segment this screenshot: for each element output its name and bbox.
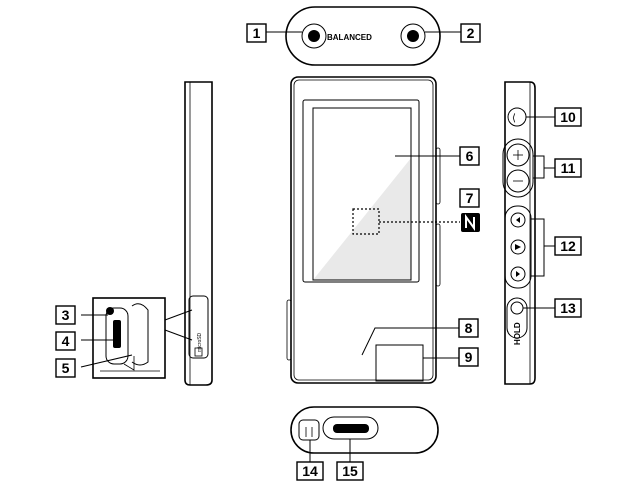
headphone-jack-inner: [407, 30, 419, 42]
callout-9: 9: [458, 347, 479, 367]
callout-7: 7: [459, 188, 480, 208]
volume-button-group: [502, 138, 534, 198]
svg-text:12: 12: [560, 238, 576, 254]
play-pause-button: [510, 239, 526, 255]
callout-15: 15: [336, 461, 364, 481]
next-icon: [516, 271, 520, 277]
svg-text:15: 15: [342, 463, 358, 479]
microsd-slot-cover: [188, 295, 209, 359]
callout-8: 8: [458, 318, 479, 338]
front-view: [286, 76, 460, 384]
microsd-card-slot: [113, 320, 121, 348]
microsd-slot-frame: [105, 307, 129, 365]
callout-13: 13: [554, 298, 582, 318]
balanced-jack-outer: [301, 23, 327, 49]
svg-text:4: 4: [62, 333, 70, 349]
usb-port-inner: [333, 424, 369, 433]
nfc-logo: [461, 213, 480, 232]
leader-8: [361, 327, 459, 356]
prev-icon: [516, 217, 520, 223]
svg-text:9: 9: [465, 349, 473, 365]
microsd-hinge: [123, 356, 135, 371]
svg-text:6: 6: [466, 148, 474, 164]
microsd-cover-icon: [194, 347, 203, 357]
microsd-zoom-inset: [92, 297, 166, 379]
svg-text:13: 13: [560, 300, 576, 316]
touch-control-area: [375, 344, 424, 382]
hold-label: HOLD: [513, 322, 522, 345]
next-button: [510, 266, 526, 282]
side-bump-bottom: [435, 223, 441, 287]
playback-button-group: [504, 205, 532, 289]
prev-button: [510, 212, 526, 228]
top-view: BALANCED: [266, 6, 461, 66]
microsd-latch: [106, 307, 114, 315]
side-bump-top: [435, 147, 441, 205]
microsd-cover-label: microSD: [197, 332, 203, 352]
volume-down-button: [506, 169, 530, 193]
hold-switch: [506, 297, 528, 339]
wm-port-symbol: ⟨: [512, 113, 516, 124]
callout-14: 14: [296, 461, 324, 481]
nfc-n-shape: [465, 213, 475, 232]
svg-text:11: 11: [561, 160, 576, 176]
svg-text:10: 10: [560, 109, 576, 125]
display-screen-shading: [313, 158, 411, 280]
balanced-label: BALANCED: [327, 33, 372, 42]
volume-up-button: [506, 143, 530, 167]
svg-text:7: 7: [466, 190, 474, 206]
callout-3: 3: [55, 305, 76, 325]
display-screen-border: [312, 107, 412, 281]
balanced-jack-inner: [308, 30, 320, 42]
svg-text:8: 8: [465, 320, 473, 336]
leader-12: [531, 218, 555, 277]
svg-text:14: 14: [302, 463, 318, 479]
callout-12: 12: [554, 236, 582, 256]
side-bump-left: [286, 299, 292, 361]
top-view-outline: [285, 6, 441, 66]
callout-5: 5: [55, 358, 76, 378]
headphone-jack-outer: [400, 23, 426, 49]
svg-text:1: 1: [253, 25, 261, 41]
callouts: 1 2 3 4 5 6 7 8: [55, 23, 582, 481]
play-pause-icon: [515, 244, 521, 250]
bottom-view: [290, 406, 439, 462]
left-side-view: microSD: [80, 81, 213, 386]
callout-4: 4: [55, 331, 76, 351]
zoom-connector-top: [164, 309, 193, 321]
right-side-view: ⟨ HOLD: [502, 81, 555, 385]
svg-text:3: 3: [62, 307, 70, 323]
leader-5: [80, 354, 133, 368]
callout-1: 1: [246, 23, 267, 43]
front-inner-bezel: [293, 79, 434, 381]
zoom-connector-bottom: [164, 329, 193, 341]
nfc-antenna-area: [352, 208, 380, 235]
microsd-cover-flap: [131, 303, 149, 366]
leader-11: [533, 155, 555, 179]
left-side-outline: [184, 81, 213, 386]
strap-hole: [298, 419, 320, 441]
callout-10: 10: [554, 107, 582, 127]
display-frame: [302, 99, 420, 283]
svg-text:5: 5: [62, 360, 70, 376]
callout-11: 11: [554, 158, 582, 178]
callout-2: 2: [460, 23, 481, 43]
callout-6: 6: [459, 146, 480, 166]
svg-text:2: 2: [467, 25, 475, 41]
